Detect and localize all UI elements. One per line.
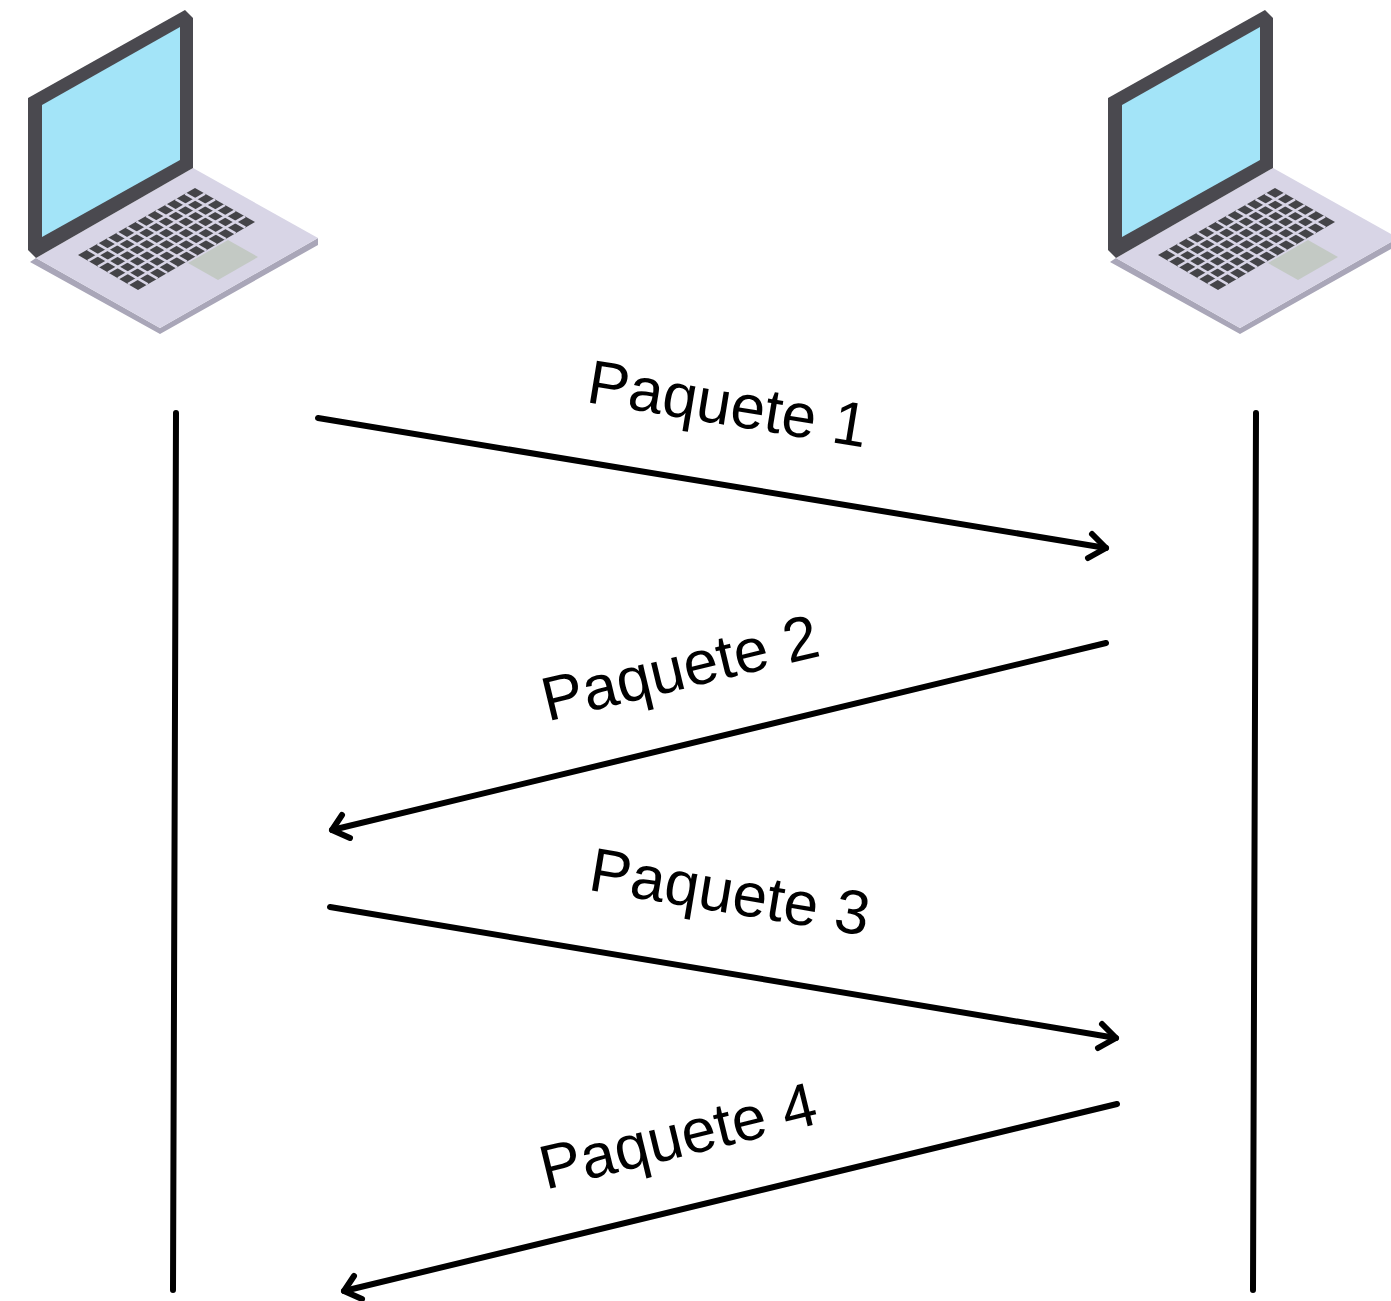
lifeline — [173, 413, 176, 1290]
message-arrow — [318, 418, 1106, 558]
message-arrow — [330, 907, 1116, 1048]
message-label: Paquete 3 — [585, 838, 874, 945]
right-laptop — [1108, 10, 1391, 334]
message-label: Paquete 2 — [535, 605, 824, 731]
lifeline — [1253, 413, 1256, 1290]
message-label: Paquete 1 — [583, 351, 872, 458]
message-label: Paquete 4 — [533, 1073, 822, 1200]
left-laptop — [28, 10, 318, 334]
